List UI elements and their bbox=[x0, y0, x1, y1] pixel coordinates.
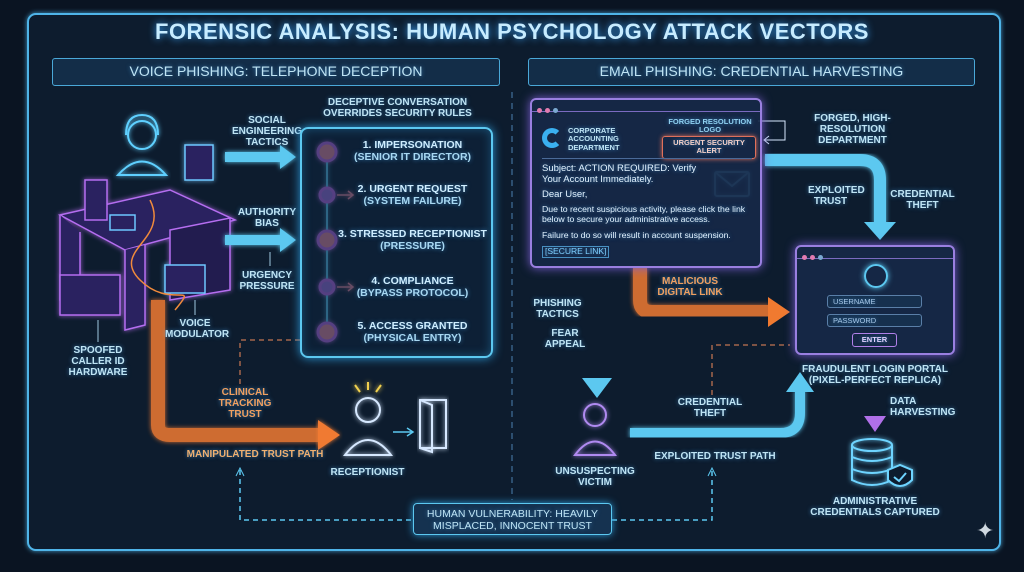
malicious-link-arrow bbox=[633, 268, 770, 319]
exploited-trust-path-arrow bbox=[630, 390, 805, 438]
label-spoofed-caller-id: Spoofed Caller ID Hardware bbox=[68, 345, 128, 378]
tactic-arrows bbox=[225, 145, 296, 252]
user-avatar-icon bbox=[864, 264, 888, 288]
fraudulent-login-window: Username Password Enter bbox=[795, 245, 955, 355]
label-fear-appeal: Fear Appeal bbox=[544, 328, 586, 350]
label-manipulated-trust-path: Manipulated Trust Path bbox=[186, 449, 324, 460]
label-authority-bias: Authority Bias bbox=[237, 207, 297, 229]
email-body: Due to recent suspicious activity, pleas… bbox=[542, 204, 746, 224]
victim-icon bbox=[573, 403, 617, 456]
email-greeting: Dear User, bbox=[542, 189, 588, 200]
step-2: 2. Urgent Request(System Failure) bbox=[357, 183, 468, 207]
password-field[interactable]: Password bbox=[827, 314, 922, 327]
label-victim: Unsuspecting Victim bbox=[555, 466, 635, 488]
desk-illustration bbox=[57, 144, 238, 331]
label-credentials-captured: Administrative Credentials Captured bbox=[810, 496, 940, 518]
steps-title: Deceptive Conversation Overrides Securit… bbox=[323, 97, 472, 119]
label-credential-theft-top: Credential Theft bbox=[890, 189, 955, 211]
label-exploited-trust-path: Exploited Trust Path bbox=[654, 451, 776, 462]
voice-phishing-header: Voice Phishing: Telephone Deception bbox=[52, 58, 500, 86]
operator-icon bbox=[115, 113, 169, 176]
step-1: 1. Impersonation(Senior IT Director) bbox=[353, 139, 472, 163]
username-field[interactable]: Username bbox=[827, 295, 922, 308]
label-receptionist: Receptionist bbox=[330, 467, 405, 478]
receptionist-icon bbox=[342, 382, 394, 456]
label-fraudulent-portal: Fraudulent Login Portal (Pixel-Perfect R… bbox=[802, 364, 948, 386]
sparkle-icon: ✦ bbox=[976, 518, 995, 543]
database-icon bbox=[851, 438, 913, 487]
step-4: 4. Compliance(Bypass Protocol) bbox=[356, 275, 469, 299]
door-icon bbox=[419, 399, 447, 454]
forged-logo-note: Forged Resolution Logo bbox=[668, 117, 752, 135]
email-subject: Subject: ACTION REQUIRED: Verify Your Ac… bbox=[542, 163, 697, 185]
label-credential-theft: Credential Theft bbox=[677, 397, 743, 419]
company-name: Corporate Accounting Department bbox=[568, 126, 620, 152]
enter-button[interactable]: Enter bbox=[852, 333, 897, 348]
label-forged-department: Forged, High-Resolution Department bbox=[814, 113, 891, 146]
company-logo-icon bbox=[542, 128, 562, 148]
page-title: Forensic Analysis: Human Psychology Atta… bbox=[155, 19, 869, 44]
label-data-harvesting: Data Harvesting bbox=[890, 396, 956, 418]
urgent-alert-badge: Urgent Security Alert bbox=[662, 136, 756, 159]
label-phishing-tactics: Phishing Tactics bbox=[533, 298, 582, 320]
label-urgency-pressure: Urgency Pressure bbox=[239, 270, 295, 292]
exploited-trust-arrow bbox=[765, 154, 886, 225]
label-malicious-link: Malicious Digital Link bbox=[657, 276, 723, 298]
label-clinical-tracking-trust: Clinical Tracking Trust bbox=[218, 387, 272, 420]
label-social-engineering: Social Engineering Tactics bbox=[232, 115, 303, 148]
email-phishing-header: Email Phishing: Credential Harvesting bbox=[528, 58, 975, 86]
step-5: 5. Access Granted(Physical Entry) bbox=[357, 320, 468, 344]
email-warning: Failure to do so will result in account … bbox=[542, 230, 731, 240]
label-exploited-trust: Exploited Trust bbox=[808, 185, 865, 207]
manipulated-trust-arrow bbox=[151, 300, 320, 442]
secure-link[interactable]: [SECURE LINK] bbox=[542, 246, 610, 258]
human-vulnerability-box: Human Vulnerability: Heavily Misplaced, … bbox=[413, 503, 612, 535]
label-voice-modulator: Voice Modulator bbox=[165, 318, 230, 340]
step-3: 3. Stressed Receptionist(Pressure) bbox=[338, 228, 487, 252]
phishing-email-window: Forged Resolution Logo Corporate Account… bbox=[530, 98, 762, 268]
steps-box bbox=[300, 127, 493, 358]
